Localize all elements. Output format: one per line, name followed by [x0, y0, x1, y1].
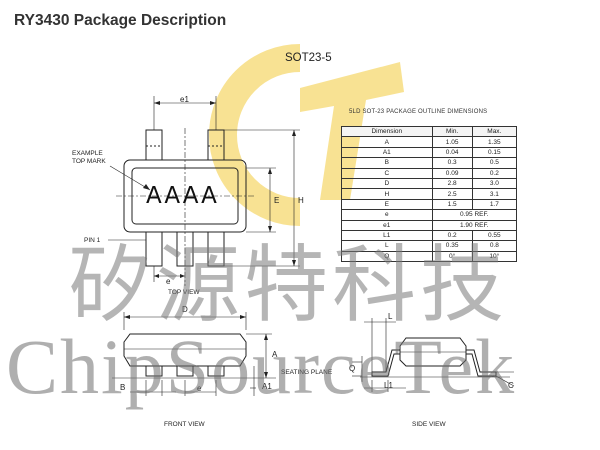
e-label: e — [166, 277, 171, 286]
example-label-line1: EXAMPLE — [72, 150, 103, 157]
front-e-label: e — [197, 384, 202, 393]
front-view — [112, 312, 276, 396]
H-label: H — [298, 196, 304, 205]
package-name: SOT23-5 — [285, 52, 332, 64]
E-label: E — [274, 196, 280, 205]
chinese-watermark: 矽源特科技 — [68, 236, 509, 334]
e1-label: e1 — [180, 95, 189, 104]
page-title: RY3430 Package Description — [14, 12, 227, 29]
table-title: 5LD SOT-23 PACKAGE OUTLINE DIMENSIONS — [349, 109, 488, 115]
pin1-label: PIN 1 — [84, 237, 101, 244]
top-view — [108, 96, 300, 286]
english-watermark: ChipSourceTek — [6, 323, 517, 410]
L1-label: L1 — [384, 381, 393, 390]
A-label: A — [272, 350, 278, 359]
Q-label: Q — [349, 364, 356, 373]
front-view-label: FRONT VIEW — [164, 421, 205, 428]
top-view-label: TOP VIEW — [168, 289, 200, 296]
D-label: D — [182, 305, 188, 314]
cell-max: 10° — [471, 250, 518, 263]
C-label: C — [508, 381, 514, 390]
example-label-line2: TOP MARK — [72, 158, 106, 165]
side-view-label: SIDE VIEW — [412, 421, 446, 428]
table-header-row: Dimension Min. Max. — [341, 125, 518, 138]
A1-label: A1 — [262, 382, 272, 391]
seating-plane-label: SEATING PLANE — [281, 369, 333, 376]
top-mark-text: AAAA — [146, 183, 219, 209]
L-label: L — [388, 312, 393, 321]
side-view — [352, 318, 515, 392]
B-label: B — [120, 383, 126, 392]
